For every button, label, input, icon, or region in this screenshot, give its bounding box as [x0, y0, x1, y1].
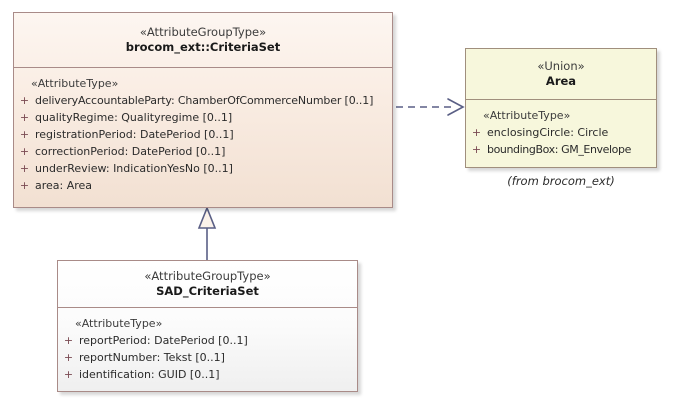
- uml-class-sad-criteriaset[interactable]: «AttributeGroupType» SAD_CriteriaSet «At…: [57, 260, 358, 392]
- class-attributes-compartment: «AttributeType» + deliveryAccountablePar…: [14, 68, 392, 208]
- class-header-criteriaset: «AttributeGroupType» brocom_ext::Criteri…: [14, 13, 392, 68]
- attribute-compartment-stereotype: «AttributeType»: [483, 109, 571, 122]
- attribute-row[interactable]: + identification: GUID [0..1]: [58, 366, 357, 383]
- class-name: brocom_ext::CriteriaSet: [125, 40, 281, 54]
- attribute-compartment-stereotype: «AttributeType»: [75, 317, 163, 330]
- attribute-compartment-stereotype: «AttributeType»: [31, 77, 119, 90]
- attribute-row[interactable]: + deliveryAccountableParty: ChamberOfCom…: [14, 92, 392, 109]
- generalization-connector-sad-to-criteriaset[interactable]: [197, 205, 217, 260]
- attribute-row[interactable]: + correctionPeriod: DatePeriod [0..1]: [14, 143, 392, 160]
- attribute-row[interactable]: + reportPeriod: DatePeriod [0..1]: [58, 332, 357, 349]
- class-name: Area: [545, 74, 577, 88]
- attribute-row[interactable]: + area: Area: [14, 177, 392, 194]
- visibility-marker: +: [19, 111, 30, 124]
- uml-class-area[interactable]: «Union» Area «AttributeType» + enclosing…: [465, 48, 657, 168]
- dependency-connector-criteriaset-to-area[interactable]: [396, 98, 465, 116]
- attribute-signature: reportPeriod: DatePeriod [0..1]: [79, 334, 248, 347]
- visibility-marker: +: [19, 94, 30, 107]
- class-attributes-compartment: «AttributeType» + reportPeriod: DatePeri…: [58, 308, 357, 392]
- visibility-marker: +: [19, 145, 30, 158]
- class-stereotype: «AttributeGroupType»: [144, 269, 271, 283]
- visibility-marker: +: [19, 162, 30, 175]
- attribute-signature: enclosingCircle: Circle: [487, 126, 609, 139]
- class-name: SAD_CriteriaSet: [156, 284, 259, 298]
- visibility-marker: +: [63, 334, 74, 347]
- attribute-row[interactable]: + qualityRegime: Qualityregime [0..1]: [14, 109, 392, 126]
- visibility-marker: +: [471, 143, 482, 156]
- attribute-row[interactable]: + enclosingCircle: Circle: [466, 124, 656, 141]
- class-header-area: «Union» Area: [466, 49, 656, 100]
- attribute-signature: registrationPeriod: DatePeriod [0..1]: [35, 128, 234, 141]
- visibility-marker: +: [19, 128, 30, 141]
- attribute-row[interactable]: + reportNumber: Tekst [0..1]: [58, 349, 357, 366]
- attribute-signature: qualityRegime: Qualityregime [0..1]: [35, 111, 233, 124]
- class-stereotype: «AttributeGroupType»: [139, 25, 267, 39]
- attribute-signature: correctionPeriod: DatePeriod [0..1]: [35, 145, 226, 158]
- uml-class-brocom-ext-criteriaset[interactable]: «AttributeGroupType» brocom_ext::Criteri…: [13, 12, 393, 208]
- class-stereotype: «Union»: [537, 59, 585, 73]
- class-header-sad-criteriaset: «AttributeGroupType» SAD_CriteriaSet: [58, 261, 357, 308]
- visibility-marker: +: [63, 368, 74, 381]
- attribute-signature: identification: GUID [0..1]: [79, 368, 220, 381]
- attribute-signature: deliveryAccountableParty: ChamberOfComme…: [35, 94, 374, 107]
- attribute-row[interactable]: + registrationPeriod: DatePeriod [0..1]: [14, 126, 392, 143]
- visibility-marker: +: [471, 126, 482, 139]
- visibility-marker: +: [19, 179, 30, 192]
- attribute-row[interactable]: + underReview: IndicationYesNo [0..1]: [14, 160, 392, 177]
- dependency-arrowhead-icon: [447, 98, 465, 116]
- attribute-signature: boundingBox: GM_Envelope: [487, 143, 631, 156]
- visibility-marker: +: [63, 351, 74, 364]
- attribute-signature: underReview: IndicationYesNo [0..1]: [35, 162, 233, 175]
- attribute-signature: area: Area: [35, 179, 93, 192]
- attribute-row[interactable]: + boundingBox: GM_Envelope: [466, 141, 656, 158]
- attribute-signature: reportNumber: Tekst [0..1]: [79, 351, 225, 364]
- area-from-package-label: (from brocom_ext): [507, 174, 615, 188]
- class-attributes-compartment: «AttributeType» + enclosingCircle: Circl…: [466, 100, 656, 168]
- generalization-triangle-icon: [197, 205, 217, 229]
